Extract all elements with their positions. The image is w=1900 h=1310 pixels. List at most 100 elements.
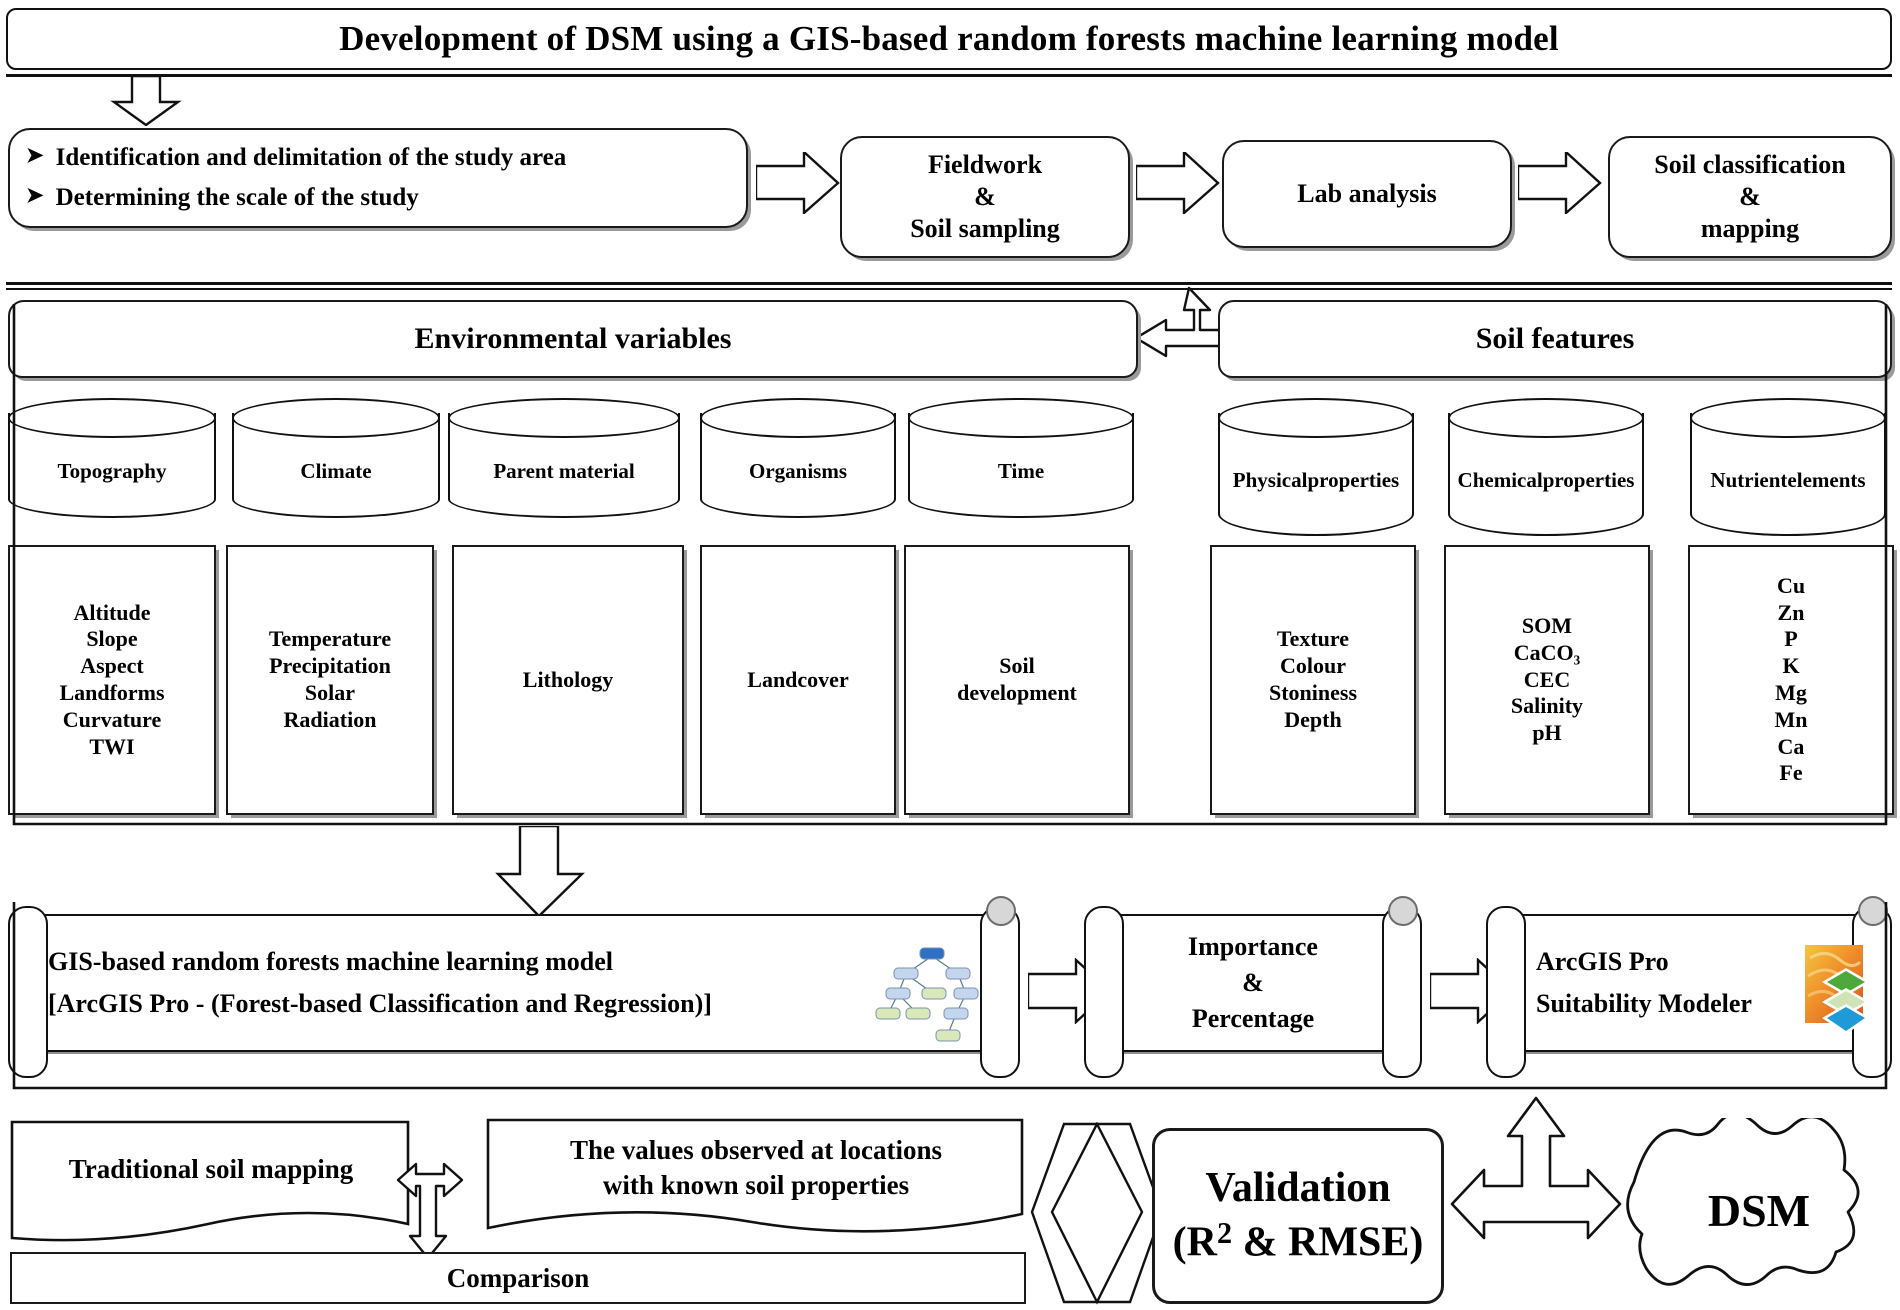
comparison-bar: Comparison: [10, 1252, 1026, 1304]
study-area-bullet-1-text: Identification and delimitation of the s…: [55, 143, 567, 171]
detail-item: Mg: [1775, 680, 1807, 705]
fieldwork-line-2: &: [974, 182, 996, 212]
suitability-line-2: Suitability Modeler: [1536, 989, 1752, 1018]
scroll-importance[interactable]: Importance & Percentage: [1082, 896, 1424, 1078]
suitability-line-1: ArcGIS Pro: [1536, 947, 1669, 976]
detail-item: Altitude: [73, 599, 151, 625]
classification-line-2: &: [1739, 182, 1761, 212]
cylinder-body: [1218, 413, 1414, 536]
scroll-suitability-curl-left: [1486, 906, 1526, 1078]
detail-item: Soil: [999, 653, 1035, 679]
cylinder-climate[interactable]: Climate: [232, 398, 440, 518]
observed-line-1: The values observed at locations: [569, 1134, 942, 1165]
detail-item: CaCO₃: [1513, 639, 1581, 665]
study-area-bullet-2: ➤ Determining the scale of the study: [26, 183, 566, 214]
detail-item: Cu: [1776, 572, 1806, 598]
dsm-shape[interactable]: [1620, 1118, 1898, 1308]
scroll-model-sheet: [32, 914, 996, 1052]
group-header-environmental: Environmental variables: [8, 300, 1138, 378]
cylinder-time[interactable]: Time: [908, 398, 1134, 518]
detail-item: SOM: [1521, 612, 1573, 638]
scroll-model[interactable]: GIS-based random forests machine learnin…: [6, 896, 1022, 1078]
validation-line-2: (R2 & RMSE): [1173, 1215, 1424, 1269]
cylinder-organisms[interactable]: Organisms: [700, 398, 896, 518]
scroll-suitability[interactable]: ArcGIS Pro Suitability Modeler: [1484, 896, 1894, 1078]
step-lab-analysis[interactable]: Lab analysis: [1222, 140, 1512, 248]
arrow-compare-link: [396, 1162, 464, 1260]
detail-item: Aspect: [80, 653, 144, 679]
bullet-arrow-icon: ➤: [26, 142, 44, 167]
study-area-bullet-2-text: Determining the scale of the study: [55, 184, 419, 211]
arrow-lab-to-classification: [1518, 152, 1602, 214]
lab-analysis-label: Lab analysis: [1297, 179, 1437, 209]
observed-line-2: with known soil properties: [602, 1170, 910, 1200]
fieldwork-line-3: Soil sampling: [910, 213, 1060, 243]
validation-r2-pre: (R: [1172, 1219, 1217, 1266]
title-underline: [6, 74, 1892, 77]
step-soil-classification[interactable]: Soil classification & mapping: [1608, 136, 1892, 258]
cylinder-top-ellipse: [232, 398, 440, 438]
step-fieldwork[interactable]: Fieldwork & Soil sampling: [840, 136, 1130, 258]
observed-values-shape[interactable]: [486, 1118, 1026, 1250]
detail-box-organisms[interactable]: Landcover: [700, 545, 896, 815]
cylinder-label: Parent material: [493, 458, 635, 483]
traditional-soil-mapping-shape[interactable]: [10, 1120, 412, 1248]
detail-item: Landforms: [59, 680, 165, 705]
detail-item: Colour: [1279, 653, 1346, 679]
detail-item: P: [1784, 626, 1798, 652]
importance-line-1: Importance: [1188, 932, 1318, 961]
scroll-importance-curl-right: [1382, 906, 1422, 1078]
detail-item: Salinity: [1510, 693, 1584, 719]
arrow-title-to-study: [110, 76, 182, 126]
detail-item: Solar: [304, 680, 356, 705]
arrow-validation-dsm-link: [1450, 1096, 1622, 1240]
model-section-bracket: [12, 902, 1888, 1090]
cylinder-top-ellipse: [1448, 398, 1644, 438]
cylinder-label: Climate: [300, 458, 372, 483]
diagram-title: Development of DSM using a GIS-based ran…: [6, 8, 1892, 70]
detail-item: Fe: [1779, 760, 1803, 786]
detail-item: Stoniness: [1268, 680, 1358, 705]
detail-item: Depth: [1284, 706, 1342, 732]
model-line-2: [ArcGIS Pro - (Forest-based Classificati…: [48, 989, 712, 1018]
dsm-label: DSM: [1707, 1184, 1811, 1236]
cylinder-parent-material[interactable]: Parent material: [448, 398, 680, 518]
group-header-soil: Soil features: [1218, 300, 1892, 378]
comparison-label: Comparison: [446, 1262, 590, 1293]
validation-r2-sup: 2: [1216, 1215, 1233, 1250]
cylinder-topography[interactable]: Topography: [8, 398, 216, 518]
step-study-area[interactable]: ➤ Identification and delimitation of the…: [8, 128, 748, 228]
classification-line-3: mapping: [1700, 213, 1800, 243]
validation-box[interactable]: Validation (R2 & RMSE): [1152, 1128, 1444, 1304]
cylinder-top-ellipse: [448, 398, 680, 438]
cylinder-top-ellipse: [700, 398, 896, 438]
arrow-factors-to-model: [495, 826, 585, 918]
scroll-importance-curl-left: [1084, 906, 1124, 1078]
group-soil-label: Soil features: [1475, 321, 1635, 355]
bullet-arrow-icon: ➤: [26, 183, 44, 207]
detail-item: Texture: [1276, 626, 1350, 652]
cylinder-top-ellipse: [908, 398, 1134, 438]
validation-r2-post: & RMSE): [1232, 1219, 1424, 1266]
detail-box-parent-material[interactable]: Lithology: [452, 545, 684, 815]
detail-item: TWI: [89, 733, 135, 759]
validation-line-1: Validation: [1205, 1165, 1391, 1212]
cylinder-label: Time: [997, 458, 1045, 483]
cylinder-top-ellipse: [8, 398, 216, 438]
